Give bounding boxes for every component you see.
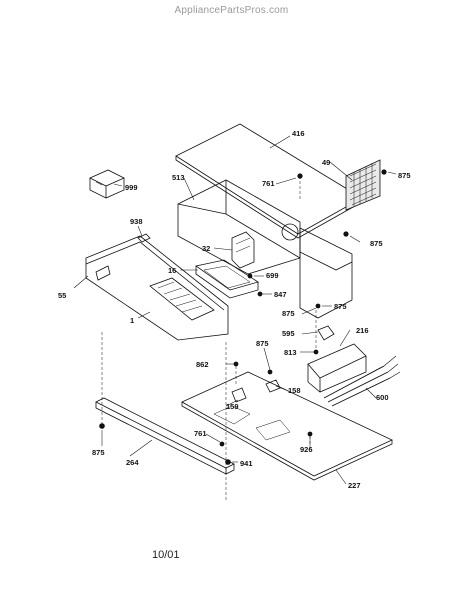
callout-847: 847 bbox=[274, 290, 287, 299]
date-code: 10/01 bbox=[152, 549, 180, 561]
callout-999: 999 bbox=[125, 183, 138, 192]
vent-grille bbox=[345, 159, 381, 211]
display-board bbox=[195, 259, 259, 299]
side-bracket bbox=[299, 227, 353, 319]
callout-875: 875 bbox=[334, 302, 347, 311]
callout-416: 416 bbox=[292, 129, 305, 138]
relay-bracket bbox=[265, 379, 281, 393]
callout-158: 158 bbox=[288, 386, 301, 395]
callout-227: 227 bbox=[348, 481, 361, 490]
callout-600: 600 bbox=[376, 393, 389, 402]
callout-875: 875 bbox=[398, 171, 411, 180]
callout-159: 159 bbox=[226, 402, 239, 411]
leader-lines bbox=[73, 135, 397, 485]
relay bbox=[231, 231, 255, 269]
callout-875: 875 bbox=[256, 339, 269, 348]
bottom-panel bbox=[181, 371, 393, 481]
callout-49: 49 bbox=[322, 158, 330, 167]
callout-938: 938 bbox=[130, 217, 143, 226]
callout-699: 699 bbox=[266, 271, 279, 280]
alignment-lines bbox=[101, 176, 317, 500]
mounting-bracket bbox=[317, 325, 335, 341]
callout-32: 32 bbox=[202, 244, 210, 253]
callout-941: 941 bbox=[240, 459, 253, 468]
callout-875: 875 bbox=[370, 239, 383, 248]
callout-862: 862 bbox=[196, 360, 209, 369]
callout-264: 264 bbox=[126, 458, 139, 467]
callout-16: 16 bbox=[168, 266, 176, 275]
screws bbox=[99, 169, 387, 465]
callout-1: 1 bbox=[130, 316, 134, 325]
callout-926: 926 bbox=[300, 445, 313, 454]
wire-harness bbox=[323, 355, 401, 407]
callout-813: 813 bbox=[284, 348, 297, 357]
watermark: AppliancePartsPros.com bbox=[174, 5, 289, 16]
sensor-bracket bbox=[231, 387, 247, 403]
callout-216: 216 bbox=[356, 326, 369, 335]
callout-55: 55 bbox=[58, 291, 66, 300]
trim-rail bbox=[95, 397, 235, 475]
callout-875: 875 bbox=[282, 309, 295, 318]
callout-761: 761 bbox=[262, 179, 275, 188]
callout-875: 875 bbox=[92, 448, 105, 457]
terminal-block bbox=[307, 343, 367, 393]
upper-frame bbox=[177, 179, 301, 275]
callout-761: 761 bbox=[194, 429, 207, 438]
clip bbox=[137, 233, 151, 243]
callout-513: 513 bbox=[172, 173, 185, 182]
parts-box bbox=[89, 169, 125, 199]
callout-595: 595 bbox=[282, 329, 295, 338]
